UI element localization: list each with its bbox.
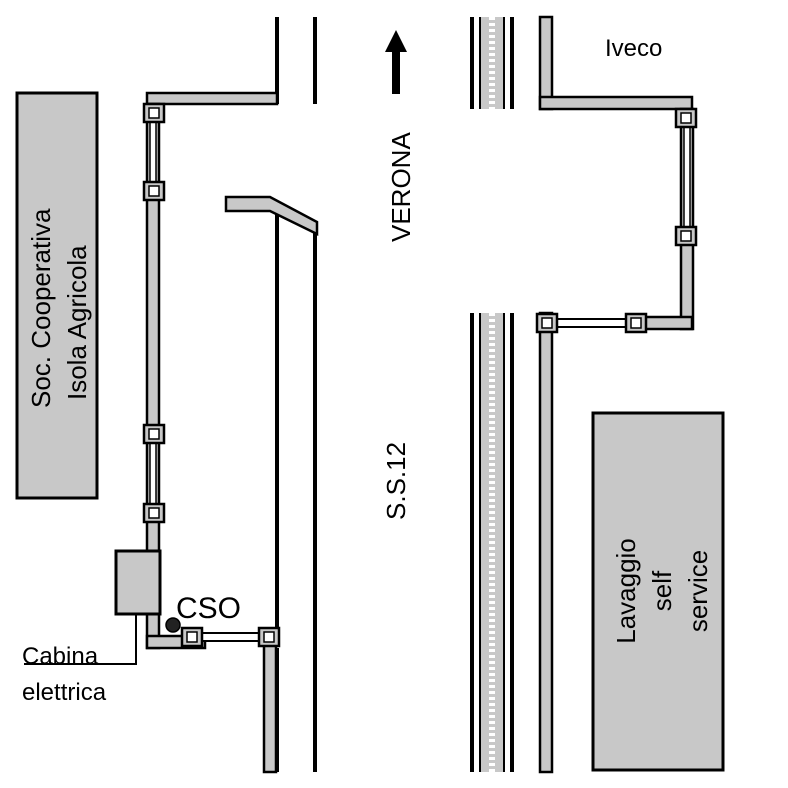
joint: [142, 102, 166, 124]
pipe-right-top-horizontal: [538, 95, 694, 111]
railway-top: [470, 17, 514, 109]
cso-label: CSO: [176, 592, 241, 625]
road-edges: [275, 17, 317, 772]
pipe-left-top-horizontal: [145, 91, 279, 106]
coop-label-line1: Soc. Cooperativa: [26, 208, 56, 408]
joint: [142, 502, 166, 524]
verona-label: VERONA: [386, 132, 416, 242]
cabina-elettrica-box: [114, 549, 162, 616]
building-lavaggio: [591, 411, 725, 772]
building-cooperativa: [15, 91, 99, 500]
joint: [674, 107, 698, 129]
pipe-crossing-left: [199, 632, 265, 642]
arrow-up-icon: [385, 30, 407, 94]
left-curb-bottom: [262, 630, 278, 774]
pipe-crossing-right: [551, 318, 633, 328]
coop-label-line2: Isola Agricola: [62, 245, 92, 400]
joint: [535, 312, 559, 334]
cabina-leader-line: [24, 614, 137, 665]
wash-label-line1: Lavaggio: [611, 538, 641, 644]
median-nose: [224, 195, 319, 237]
joint: [257, 626, 281, 648]
iveco-label: Iveco: [605, 35, 662, 62]
joint: [674, 225, 698, 247]
right-curb-top: [538, 15, 554, 111]
wash-label-line3: service: [683, 550, 713, 632]
joint: [180, 626, 204, 648]
cabin-label-line2: elettrica: [22, 679, 107, 706]
cabin-label-line1: Cabina: [22, 643, 99, 670]
joint: [142, 180, 166, 202]
left-pipeline: [142, 91, 281, 650]
wash-label-line2: self: [647, 570, 677, 611]
railway-bottom: [470, 313, 514, 772]
road-label: S.S.12: [381, 442, 411, 520]
filled-dot-icon: [165, 617, 181, 633]
joint: [142, 423, 166, 445]
joint: [624, 312, 648, 334]
right-curb-bottom: [538, 311, 554, 774]
right-pipeline: [535, 95, 698, 334]
